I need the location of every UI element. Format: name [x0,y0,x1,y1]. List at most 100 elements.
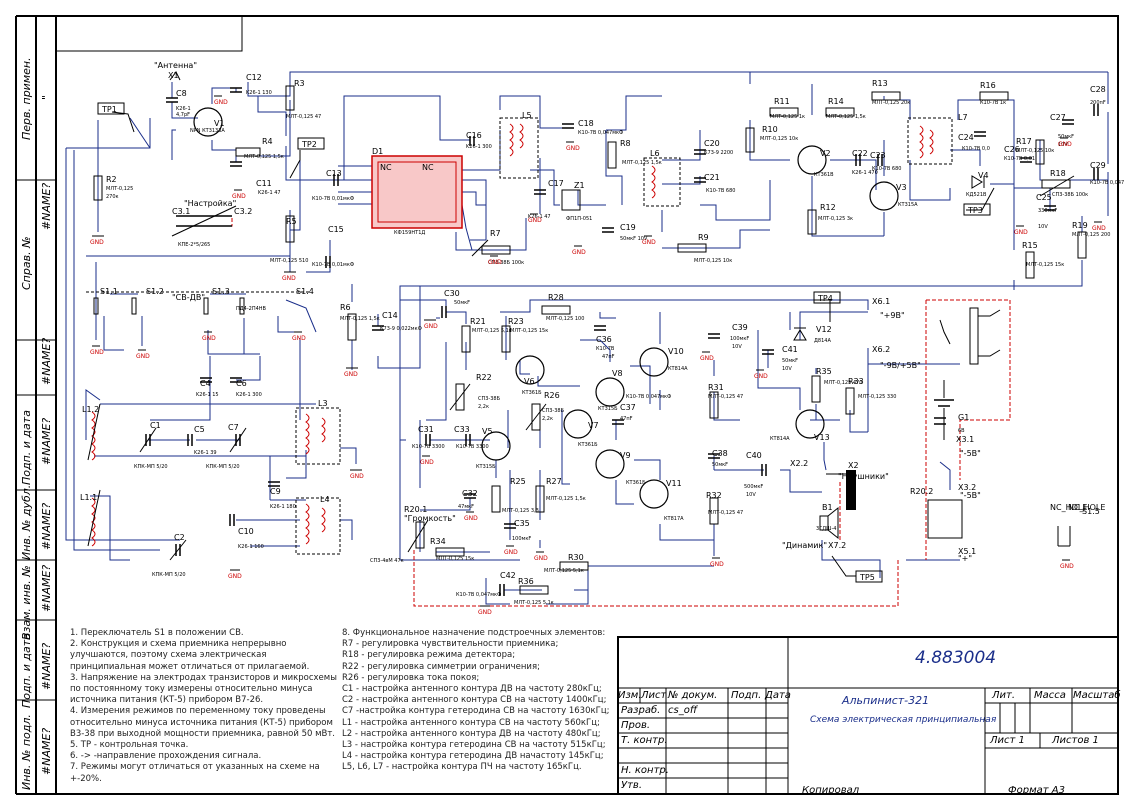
component-value-label: МЛТ-0,125 10к [694,258,732,264]
component-ref-label: R13 [872,79,888,88]
transistor-v6 [515,355,545,385]
minus5v-label-a: "-5В" [960,449,981,458]
component-ref-label: V8 [612,369,623,378]
component-value-label: K26-1 39 [194,450,217,456]
coil-l5 [499,117,539,179]
component-ref-label: X6.2 [872,345,890,354]
component-ref-label: C23 [870,151,886,160]
component-ref-label: R34 [430,537,446,546]
stamp-sprav: Справ. № [20,236,33,290]
component-ref-label: X6.1 [872,297,890,306]
component-ref-label: R15 [1022,241,1038,250]
component-ref-label: R18 [1050,169,1066,178]
component-ref-label: C17 [548,179,564,188]
component-ref-label: S1.2 [146,287,164,296]
component-value-label: K26-1 [176,106,191,112]
stamp-podp-data-1: Подп. и дата [20,410,33,485]
component-ref-label: V3 [896,183,907,192]
coil-l7 [907,117,953,165]
sheet-total: Листов 1 [1052,735,1099,746]
component-ref-label: R20.1 [404,505,427,514]
gnd-label: GND [534,555,548,562]
component-ref-label: R10 [762,125,778,134]
component-value-label: МЛТ-0,125 3к [818,216,853,222]
component-ref-label: V10 [668,347,684,356]
col-list: Лист [641,690,667,701]
component-value-label: К10-7В 3300 [412,444,445,450]
component-value-label: КПК-МП 5/20 [206,464,240,470]
component-ref-label: R16 [980,81,996,90]
gnd-label: GND [754,373,768,380]
transistor-v7 [563,409,593,439]
plus9v-label: "+9В" [880,311,905,320]
component-ref-label: L1.2 [82,405,99,414]
notes-left: 1. Переключатель S1 в положении СВ.2. Ко… [70,628,337,785]
component-ref-label: C14 [382,311,398,320]
component-value-label: 47пF [602,354,615,360]
antenna-label: "Антенна" [154,61,197,70]
testpoint-tp3: TP3 [967,206,983,215]
gnd-label: GND [464,515,478,522]
component-ref-label: C20 [704,139,720,148]
component-value-label: 47пF [620,416,633,422]
component-ref-label: V2 [820,149,831,158]
component-value-label: КФ159НТ1Д [394,230,425,236]
component-value-label: КТ361Б [522,390,542,396]
component-ref-label: R23 [508,317,524,326]
diode-v4 [971,175,983,189]
component-ref-label: R8 [620,139,631,148]
row-razrab: Разраб. [621,705,661,716]
component-value-label: 10V [782,366,792,372]
component-value-label: K26-1 47 [528,214,551,220]
component-ref-label: C1 [150,421,161,430]
component-value-label: 2,2к [542,416,553,422]
tuning-label: "Настройка" [184,199,236,208]
component-value-label: ПД4-2П4НВ [236,306,267,312]
component-ref-label: R17 [1016,137,1032,146]
coil-l4 [295,497,341,555]
col-sign: Подп. [731,690,762,701]
paper-format: Формат А3 [1008,785,1065,796]
component-value-label: 10V [1038,224,1048,230]
drawing-frame [15,15,1119,795]
component-ref-label: C7 [228,423,239,432]
component-ref-label: C29 [1090,161,1106,170]
component-value-label: МЛТ-0,125 200 [1072,232,1110,238]
gnd-label: GND [528,217,542,224]
stamp-vzam-inv: Взам. инв. № [20,565,33,640]
component-ref-label: C2 [174,533,185,542]
wiring-red-dashed [176,215,1011,607]
note-line: по постоянному току измерены относительн… [70,684,313,695]
component-value-label: K26-1 470 [852,170,878,176]
component-value-label: 50мкF [1058,134,1074,140]
coil-l3 [295,407,341,465]
component-value-label: МЛТ-0,125 510 [270,258,308,264]
component-ref-label: NC_HOLE [1068,503,1105,512]
note-line: R26 - регулировка тока покоя; [342,672,480,683]
stamp-perv-primen: Перв. примен. [20,57,33,140]
component-value-label: МЛТ-0,125 5,1к [472,328,512,334]
component-value-label: К10-7В 0,047 [1090,180,1124,186]
component-value-label: МЛТ-0,125 1,5к [244,154,284,160]
component-value-label: МЛТ-0,125 10к [1016,148,1054,154]
note-line: L5, L6, L7 - настройка контура ПЧ на час… [342,762,582,773]
component-value-label: МЛТ-0,125 1,5к [340,316,380,322]
component-ref-label: V9 [620,451,631,460]
component-ref-label: R26 [544,391,560,400]
gnd-label: GND [642,239,656,246]
component-value-label: МЛТ-0,125 1к [770,114,805,120]
component-ref-label: L6 [650,149,660,158]
component-value-label: К73-9 2200 [704,150,733,156]
component-ref-label: R31 [708,383,724,392]
sheet-number: Лист 1 [990,735,1025,746]
component-ref-label: NC [380,163,392,172]
component-ref-label: C11 [256,179,272,188]
component-value-label: К10-7В 0,01мкФ [312,196,355,202]
component-value-label: К10-7В 1к [980,100,1006,106]
component-ref-label: C10 [238,527,254,536]
component-value-label: К10-7В 0,01мкФ [312,262,355,268]
component-ref-label: C4 [200,379,211,388]
component-value-label: МЛТ-0,125 100 [546,316,584,322]
component-value-label: 50мкF [782,358,798,364]
